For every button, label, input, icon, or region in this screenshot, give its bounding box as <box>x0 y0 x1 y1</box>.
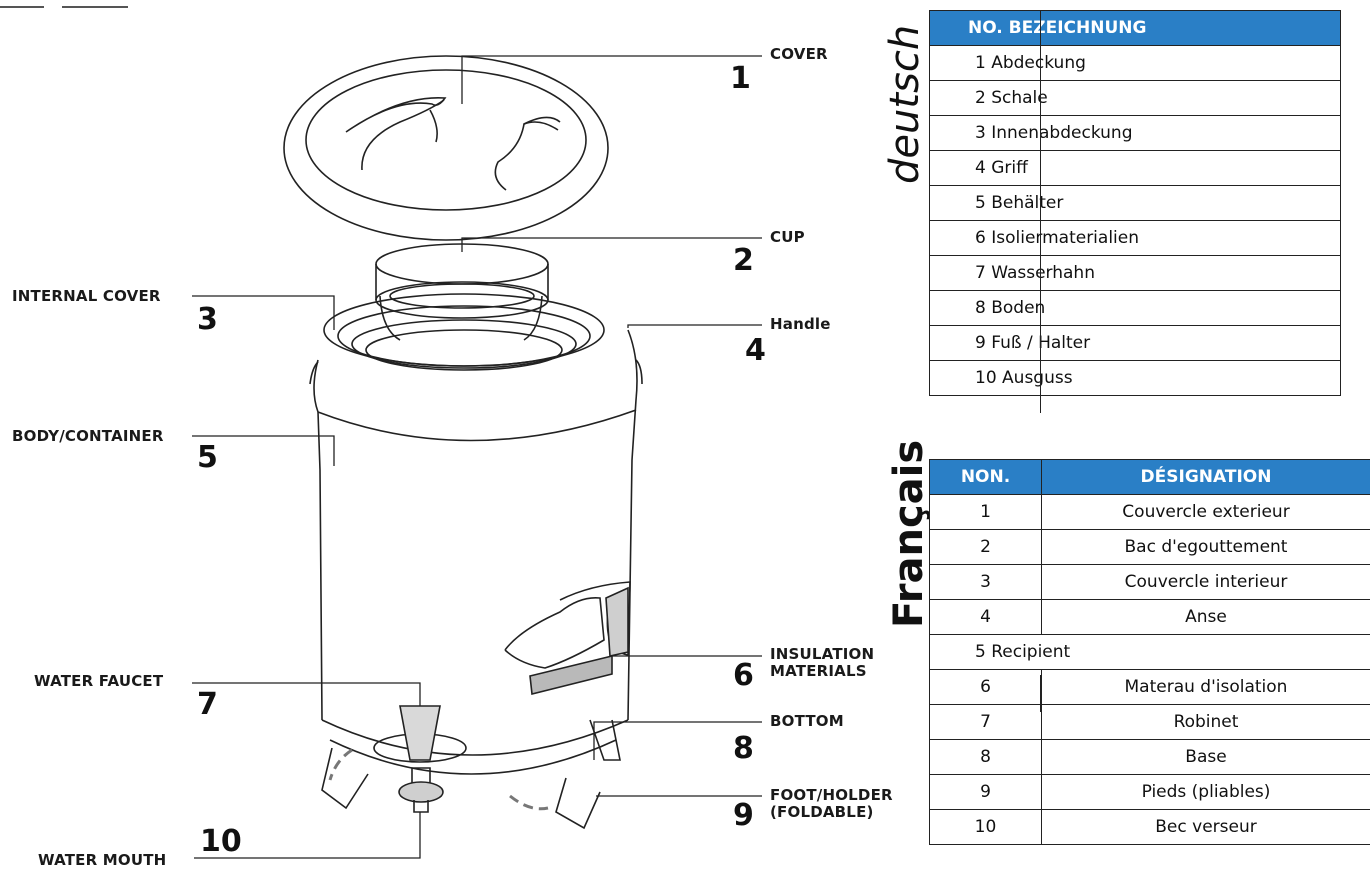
callout-number-3: 3 <box>197 305 218 335</box>
table-row: 7 Robinet <box>930 705 1370 740</box>
french-row-8-number: 8 <box>930 740 1042 775</box>
table-row: 6 Isoliermaterialien <box>930 221 1341 256</box>
table-row: 4 Griff <box>930 151 1341 186</box>
german-parts-table: NO. BEZEICHNUNG 1 Abdeckung 2 Schale 3 I… <box>929 10 1341 396</box>
french-row-5-merged: 5 Recipient <box>930 635 1370 670</box>
callout-label-water-mouth: WATER MOUTH <box>38 852 166 869</box>
body-drawing <box>310 330 642 774</box>
table-row: 3 Innenabdeckung <box>930 116 1341 151</box>
table-row: 9 Pieds (pliables) <box>930 775 1370 810</box>
french-row-4-number: 4 <box>930 600 1042 635</box>
callout-label-water-faucet: WATER FAUCET <box>34 673 163 690</box>
french-row-3-number: 3 <box>930 565 1042 600</box>
table-row: 9 Fuß / Halter <box>930 326 1341 361</box>
french-row-6-number: 6 <box>930 670 1042 705</box>
leader-lines <box>192 56 762 858</box>
callout-number-6: 6 <box>733 661 754 691</box>
french-header-designation: DÉSIGNATION <box>1042 460 1370 495</box>
table-row: 4 Anse <box>930 600 1370 635</box>
callout-label-cover: COVER <box>770 46 828 63</box>
callout-number-1: 1 <box>730 64 751 94</box>
french-row-1-number: 1 <box>930 495 1042 530</box>
table-row: 5 Behälter <box>930 186 1341 221</box>
callout-label-insulation-materials: INSULATION MATERIALS <box>770 646 874 680</box>
german-row-8: 8 Boden <box>930 291 1341 326</box>
french-header-number: NON. <box>930 460 1042 495</box>
french-side-label: Français <box>886 440 932 628</box>
french-row-2-designation: Bac d'egouttement <box>1042 530 1370 565</box>
german-table-header: NO. BEZEICHNUNG <box>930 11 1341 46</box>
table-row: 10 Bec verseur <box>930 810 1370 845</box>
internal-cover-drawing <box>324 294 604 370</box>
table-row: 2 Bac d'egouttement <box>930 530 1370 565</box>
callout-label-foot-holder: FOOT/HOLDER (FOLDABLE) <box>770 787 893 821</box>
german-row-9: 9 Fuß / Halter <box>930 326 1341 361</box>
german-row-10: 10 Ausguss <box>930 361 1341 396</box>
french-row-4-designation: Anse <box>1042 600 1370 635</box>
table-row: 7 Wasserhahn <box>930 256 1341 291</box>
table-row: 8 Boden <box>930 291 1341 326</box>
callout-number-9: 9 <box>733 801 754 831</box>
table-row: 5 Recipient <box>930 635 1370 670</box>
french-row-10-designation: Bec verseur <box>1042 810 1370 845</box>
table-row: 2 Schale <box>930 81 1341 116</box>
callout-label-internal-cover: INTERNAL COVER <box>12 288 161 305</box>
german-side-label: deutsch <box>882 25 928 184</box>
german-row-5: 5 Behälter <box>930 186 1341 221</box>
callout-number-7: 7 <box>197 690 218 720</box>
faucet-drawing <box>374 706 466 812</box>
french-row-10-number: 10 <box>930 810 1042 845</box>
french-row-7-designation: Robinet <box>1042 705 1370 740</box>
french-row-2-number: 2 <box>930 530 1042 565</box>
table-row: 10 Ausguss <box>930 361 1341 396</box>
callout-label-cup: CUP <box>770 229 805 246</box>
table-row: 6 Materau d'isolation <box>930 670 1370 705</box>
french-row-8-designation: Base <box>1042 740 1370 775</box>
german-row-7: 7 Wasserhahn <box>930 256 1341 291</box>
callout-label-bottom: BOTTOM <box>770 713 844 730</box>
german-row-1: 1 Abdeckung <box>930 46 1341 81</box>
callout-number-2: 2 <box>733 246 754 276</box>
callout-number-10: 10 <box>200 827 242 857</box>
german-row-2: 2 Schale <box>930 81 1341 116</box>
table-row: 8 Base <box>930 740 1370 775</box>
table-row: 1 Couvercle exterieur <box>930 495 1370 530</box>
german-row-6: 6 Isoliermaterialien <box>930 221 1341 256</box>
callout-number-8: 8 <box>733 734 754 764</box>
callout-number-4: 4 <box>745 336 766 366</box>
german-row-4: 4 Griff <box>930 151 1341 186</box>
table-row: 1 Abdeckung <box>930 46 1341 81</box>
callout-label-body-container: BODY/CONTAINER <box>12 428 164 445</box>
cover-drawing <box>284 56 608 240</box>
french-row-9-designation: Pieds (pliables) <box>1042 775 1370 810</box>
french-row-7-number: 7 <box>930 705 1042 740</box>
french-table-divider <box>1040 675 1041 712</box>
french-row-1-designation: Couvercle exterieur <box>1042 495 1370 530</box>
german-row-3: 3 Innenabdeckung <box>930 116 1341 151</box>
table-row: 3 Couvercle interieur <box>930 565 1370 600</box>
insulation-cutaway-drawing <box>505 582 630 694</box>
french-row-6-designation: Materau d'isolation <box>1042 670 1370 705</box>
callout-label-handle: Handle <box>770 316 831 333</box>
french-parts-table: NON. DÉSIGNATION 1 Couvercle exterieur 2… <box>929 459 1370 845</box>
cup-drawing <box>376 244 548 340</box>
french-row-3-designation: Couvercle interieur <box>1042 565 1370 600</box>
french-row-9-number: 9 <box>930 775 1042 810</box>
german-table-divider <box>1040 10 1041 413</box>
callout-number-5: 5 <box>197 443 218 473</box>
